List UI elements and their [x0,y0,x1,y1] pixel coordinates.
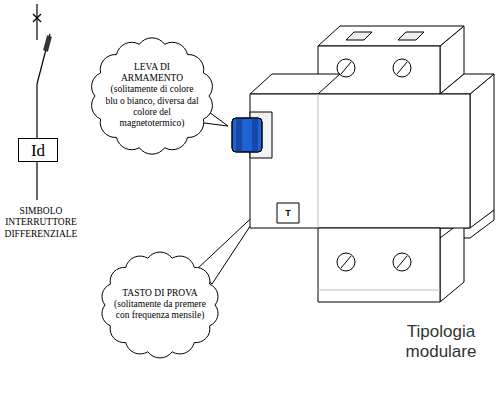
cloud-shape [102,252,218,358]
callout-heading: TASTO DI PROVA [114,288,206,299]
button-letter: T [277,203,299,223]
callout-text: TASTO DI PROVA(solitamente da premere co… [114,288,206,322]
symbol-box: Id [18,138,58,162]
type-caption: Tipologia modulare [384,322,498,363]
symbol-caption: SIMBOLO INTERRUTTORE DIFFERENZIALE [0,206,82,240]
symbol-text: Id [31,142,45,159]
rcd-symbol [33,4,50,200]
cloud-shape [92,38,213,154]
callout-cloud: LEVA DI ARMAMENTO(solitamente di colore … [88,36,216,156]
callout-cloud: TASTO DI PROVA(solitamente da premere co… [98,250,222,360]
callout-note: (solitamente da premere con frequenza me… [114,299,206,321]
rcd-device [232,26,494,302]
callout-note: (solitamente di colore blu o bianco, div… [104,84,200,129]
callout-text: LEVA DI ARMAMENTO(solitamente di colore … [104,62,200,129]
callout-heading: LEVA DI ARMAMENTO [104,62,200,84]
